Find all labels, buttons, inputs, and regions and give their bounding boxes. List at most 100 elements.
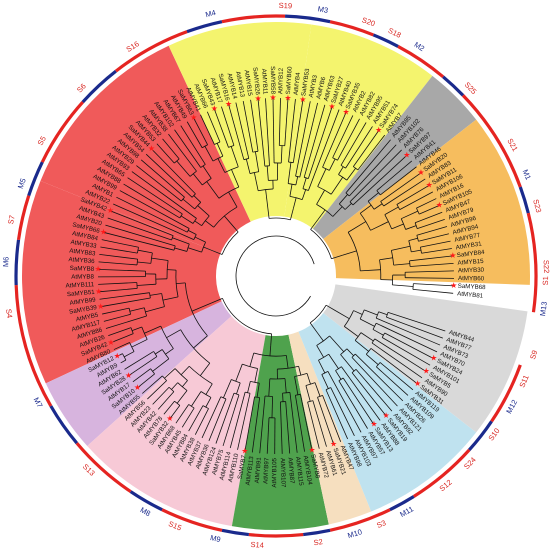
branch-line <box>408 237 418 241</box>
branch-line <box>174 129 202 168</box>
branch-line <box>301 189 307 200</box>
ring-segment <box>16 195 31 241</box>
branch-line <box>379 257 393 261</box>
leaf-label: AtMYB12 <box>277 67 285 94</box>
branch-line <box>228 191 238 208</box>
branch-line <box>235 363 243 382</box>
branch-line <box>206 181 220 199</box>
branch-line <box>205 220 214 228</box>
clade-sector <box>323 119 530 285</box>
branch-line <box>131 339 148 348</box>
branch-line <box>110 210 174 236</box>
branch-line <box>414 211 443 224</box>
branch-line <box>193 117 208 145</box>
branch-line <box>300 394 313 451</box>
subgroup-label: M10 <box>346 527 363 540</box>
ring-segment <box>114 30 188 73</box>
branch-line <box>152 358 170 372</box>
branch-line <box>295 176 299 186</box>
branch-arc <box>218 186 239 199</box>
branch-line <box>140 159 185 198</box>
branch-line <box>355 369 393 412</box>
branch-arc <box>359 213 371 231</box>
branch-arc <box>384 214 393 230</box>
branch-line <box>373 203 383 210</box>
leaf-label: AtMYB113 <box>245 455 256 485</box>
branch-arc <box>221 231 239 255</box>
star-icon: ★ <box>299 95 306 104</box>
branch-line <box>137 373 155 389</box>
branch-arc <box>294 372 308 377</box>
star-icon: ★ <box>426 180 433 189</box>
branch-line <box>328 158 336 171</box>
branch-line <box>230 146 239 168</box>
branch-line <box>375 322 438 353</box>
branch-line <box>284 98 289 146</box>
branch-line <box>302 177 307 189</box>
branch-line <box>253 172 259 191</box>
branch-line <box>164 368 176 379</box>
branch-line <box>162 296 179 301</box>
branch-line <box>293 197 297 209</box>
branch-line <box>332 115 354 158</box>
branch-line <box>99 254 138 260</box>
branch-line <box>147 380 167 400</box>
branch-line <box>387 312 446 332</box>
star-icon: ★ <box>436 200 443 209</box>
branch-line <box>322 395 342 442</box>
branch-arc <box>174 400 181 406</box>
branch-line <box>187 247 202 253</box>
branch-arc <box>321 371 329 375</box>
branch-line <box>421 248 452 254</box>
leaf-label: AtMYB97 <box>262 457 270 484</box>
branch-arc <box>174 368 188 381</box>
leaf-label: SaMYB7 <box>237 454 248 480</box>
branch-line <box>396 184 430 205</box>
branch-arc <box>252 150 259 153</box>
leaf-label: SaMYB60 <box>285 66 294 95</box>
branch-line <box>249 352 255 367</box>
branch-line <box>317 168 327 187</box>
subgroup-label: S13 <box>81 462 97 478</box>
branch-line <box>391 245 411 251</box>
branch-line <box>165 348 174 355</box>
branch-line <box>325 389 348 440</box>
branch-line <box>103 313 131 322</box>
branch-line <box>217 158 226 173</box>
branch-line <box>318 360 326 374</box>
branch-line <box>329 335 345 352</box>
subgroup-label: M6 <box>1 256 11 267</box>
branch-line <box>203 246 212 251</box>
branch-line <box>191 391 202 407</box>
branch-arc <box>332 157 338 161</box>
star-icon: ★ <box>284 94 291 103</box>
branch-line <box>137 261 151 264</box>
subgroup-label: S18 <box>387 26 403 40</box>
branch-line <box>306 373 311 385</box>
branch-line <box>98 268 146 272</box>
branch-line <box>344 203 352 210</box>
branch-line <box>338 166 344 175</box>
branch-line <box>325 304 337 312</box>
branch-line <box>156 143 175 164</box>
branch-line <box>254 151 260 172</box>
subgroup-label: S25 <box>463 80 479 96</box>
ring-segment <box>221 528 249 537</box>
leaf-label: AtMYB99 <box>69 296 96 306</box>
branch-line <box>237 393 251 450</box>
branch-arc <box>181 196 185 202</box>
branch-arc <box>249 171 259 174</box>
ring-segment <box>81 69 117 104</box>
branch-line <box>285 401 291 454</box>
branch-line <box>229 391 246 449</box>
ring-segment <box>329 20 374 37</box>
branch-line <box>330 387 355 436</box>
branch-line <box>267 206 270 219</box>
clade-sector <box>231 334 329 531</box>
star-markers: ★★★★★★★★★★★★★★★★★★★★★★★★★★★★★★★★★★★ <box>95 93 458 455</box>
star-icon: ★ <box>269 93 276 102</box>
branch-line <box>194 236 206 243</box>
leaf-label: AtMYB15 <box>457 258 484 267</box>
branch-line <box>98 287 138 293</box>
branch-line <box>250 99 259 152</box>
